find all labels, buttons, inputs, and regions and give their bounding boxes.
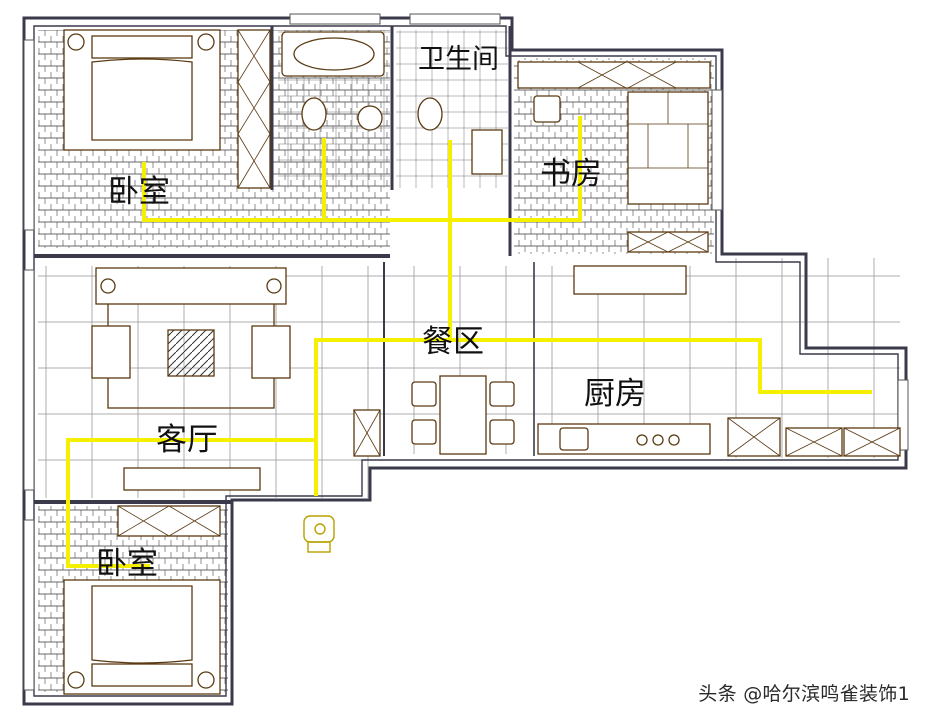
- dining-chair-1: [411, 381, 437, 407]
- route-bedroom-top: [142, 116, 582, 222]
- dining-chair-3: [489, 381, 515, 407]
- inner-wall-outline: [33, 25, 899, 697]
- window-bedroom-bottom: [23, 519, 35, 691]
- label-study: 书房: [540, 156, 602, 192]
- entry-fixture-icon: [303, 515, 335, 553]
- armchair-left: [91, 325, 131, 379]
- bed-top-duvet: [91, 58, 193, 141]
- label-living: 客厅: [156, 422, 218, 458]
- outer-wall: [22, 16, 908, 706]
- kitchen-floor: [532, 266, 714, 454]
- study-chair: [533, 95, 561, 123]
- stove-burner-2-icon: [652, 434, 664, 446]
- windows: [23, 13, 909, 691]
- bed-bottom-pillows: [91, 663, 193, 687]
- stove-burner-1-icon: [636, 434, 648, 446]
- side-lamp-left-icon: [100, 278, 116, 294]
- kitchen-sink: [559, 427, 589, 451]
- sofa-main: [95, 267, 287, 305]
- dining-chair-2: [411, 419, 437, 445]
- dining-table: [439, 375, 487, 455]
- sink-left-icon: [357, 105, 383, 131]
- nightstand-lamp-bl-icon: [67, 671, 85, 689]
- label-dining: 餐区: [422, 324, 484, 360]
- living-floor: [38, 266, 382, 498]
- furniture-layer: [63, 29, 901, 695]
- toilet-right-icon: [417, 97, 443, 131]
- coffee-table: [167, 329, 215, 377]
- label-bedroom-top: 卧室: [108, 174, 170, 210]
- bed-top-pillows: [91, 35, 193, 59]
- label-bedroom-bottom: 卧室: [96, 546, 158, 582]
- wall-layer: [22, 16, 908, 706]
- side-lamp-right-icon: [266, 278, 282, 294]
- routing-lines: [66, 116, 872, 568]
- label-kitchen: 厨房: [584, 376, 646, 412]
- watermark: 头条 @哈尔滨鸣雀装饰1: [698, 683, 910, 705]
- window-study: [711, 89, 723, 211]
- sink-right: [471, 129, 503, 175]
- window-bedroom-top: [23, 39, 35, 231]
- study-top-cabinets: [517, 61, 711, 89]
- wardrobe-bottom: [117, 505, 221, 537]
- room-labels: 卧室 卫生间 书房 餐区 客厅 厨房 卧室: [96, 44, 646, 582]
- stove-burner-3-icon: [668, 434, 680, 446]
- wardrobe-top: [237, 29, 271, 189]
- study-low-cabinet: [627, 231, 709, 253]
- bed-bottom-duvet: [91, 585, 193, 664]
- window-living: [23, 269, 35, 491]
- nightstand-lamp-right-icon: [197, 33, 215, 51]
- route-living: [314, 338, 872, 496]
- kitchen-hood: [573, 265, 687, 295]
- toilet-left-icon: [301, 97, 327, 131]
- armchair-right: [251, 325, 291, 379]
- window-bath-right: [409, 13, 501, 25]
- dining-chair-4: [489, 419, 515, 445]
- tv-cabinet: [123, 467, 261, 491]
- route-bedroom-bottom: [66, 438, 318, 568]
- window-bath-left: [289, 13, 381, 25]
- nightstand-lamp-left-icon: [67, 33, 85, 51]
- window-balcony: [897, 379, 909, 451]
- label-bathroom: 卫生间: [418, 44, 499, 75]
- nightstand-lamp-br-icon: [197, 671, 215, 689]
